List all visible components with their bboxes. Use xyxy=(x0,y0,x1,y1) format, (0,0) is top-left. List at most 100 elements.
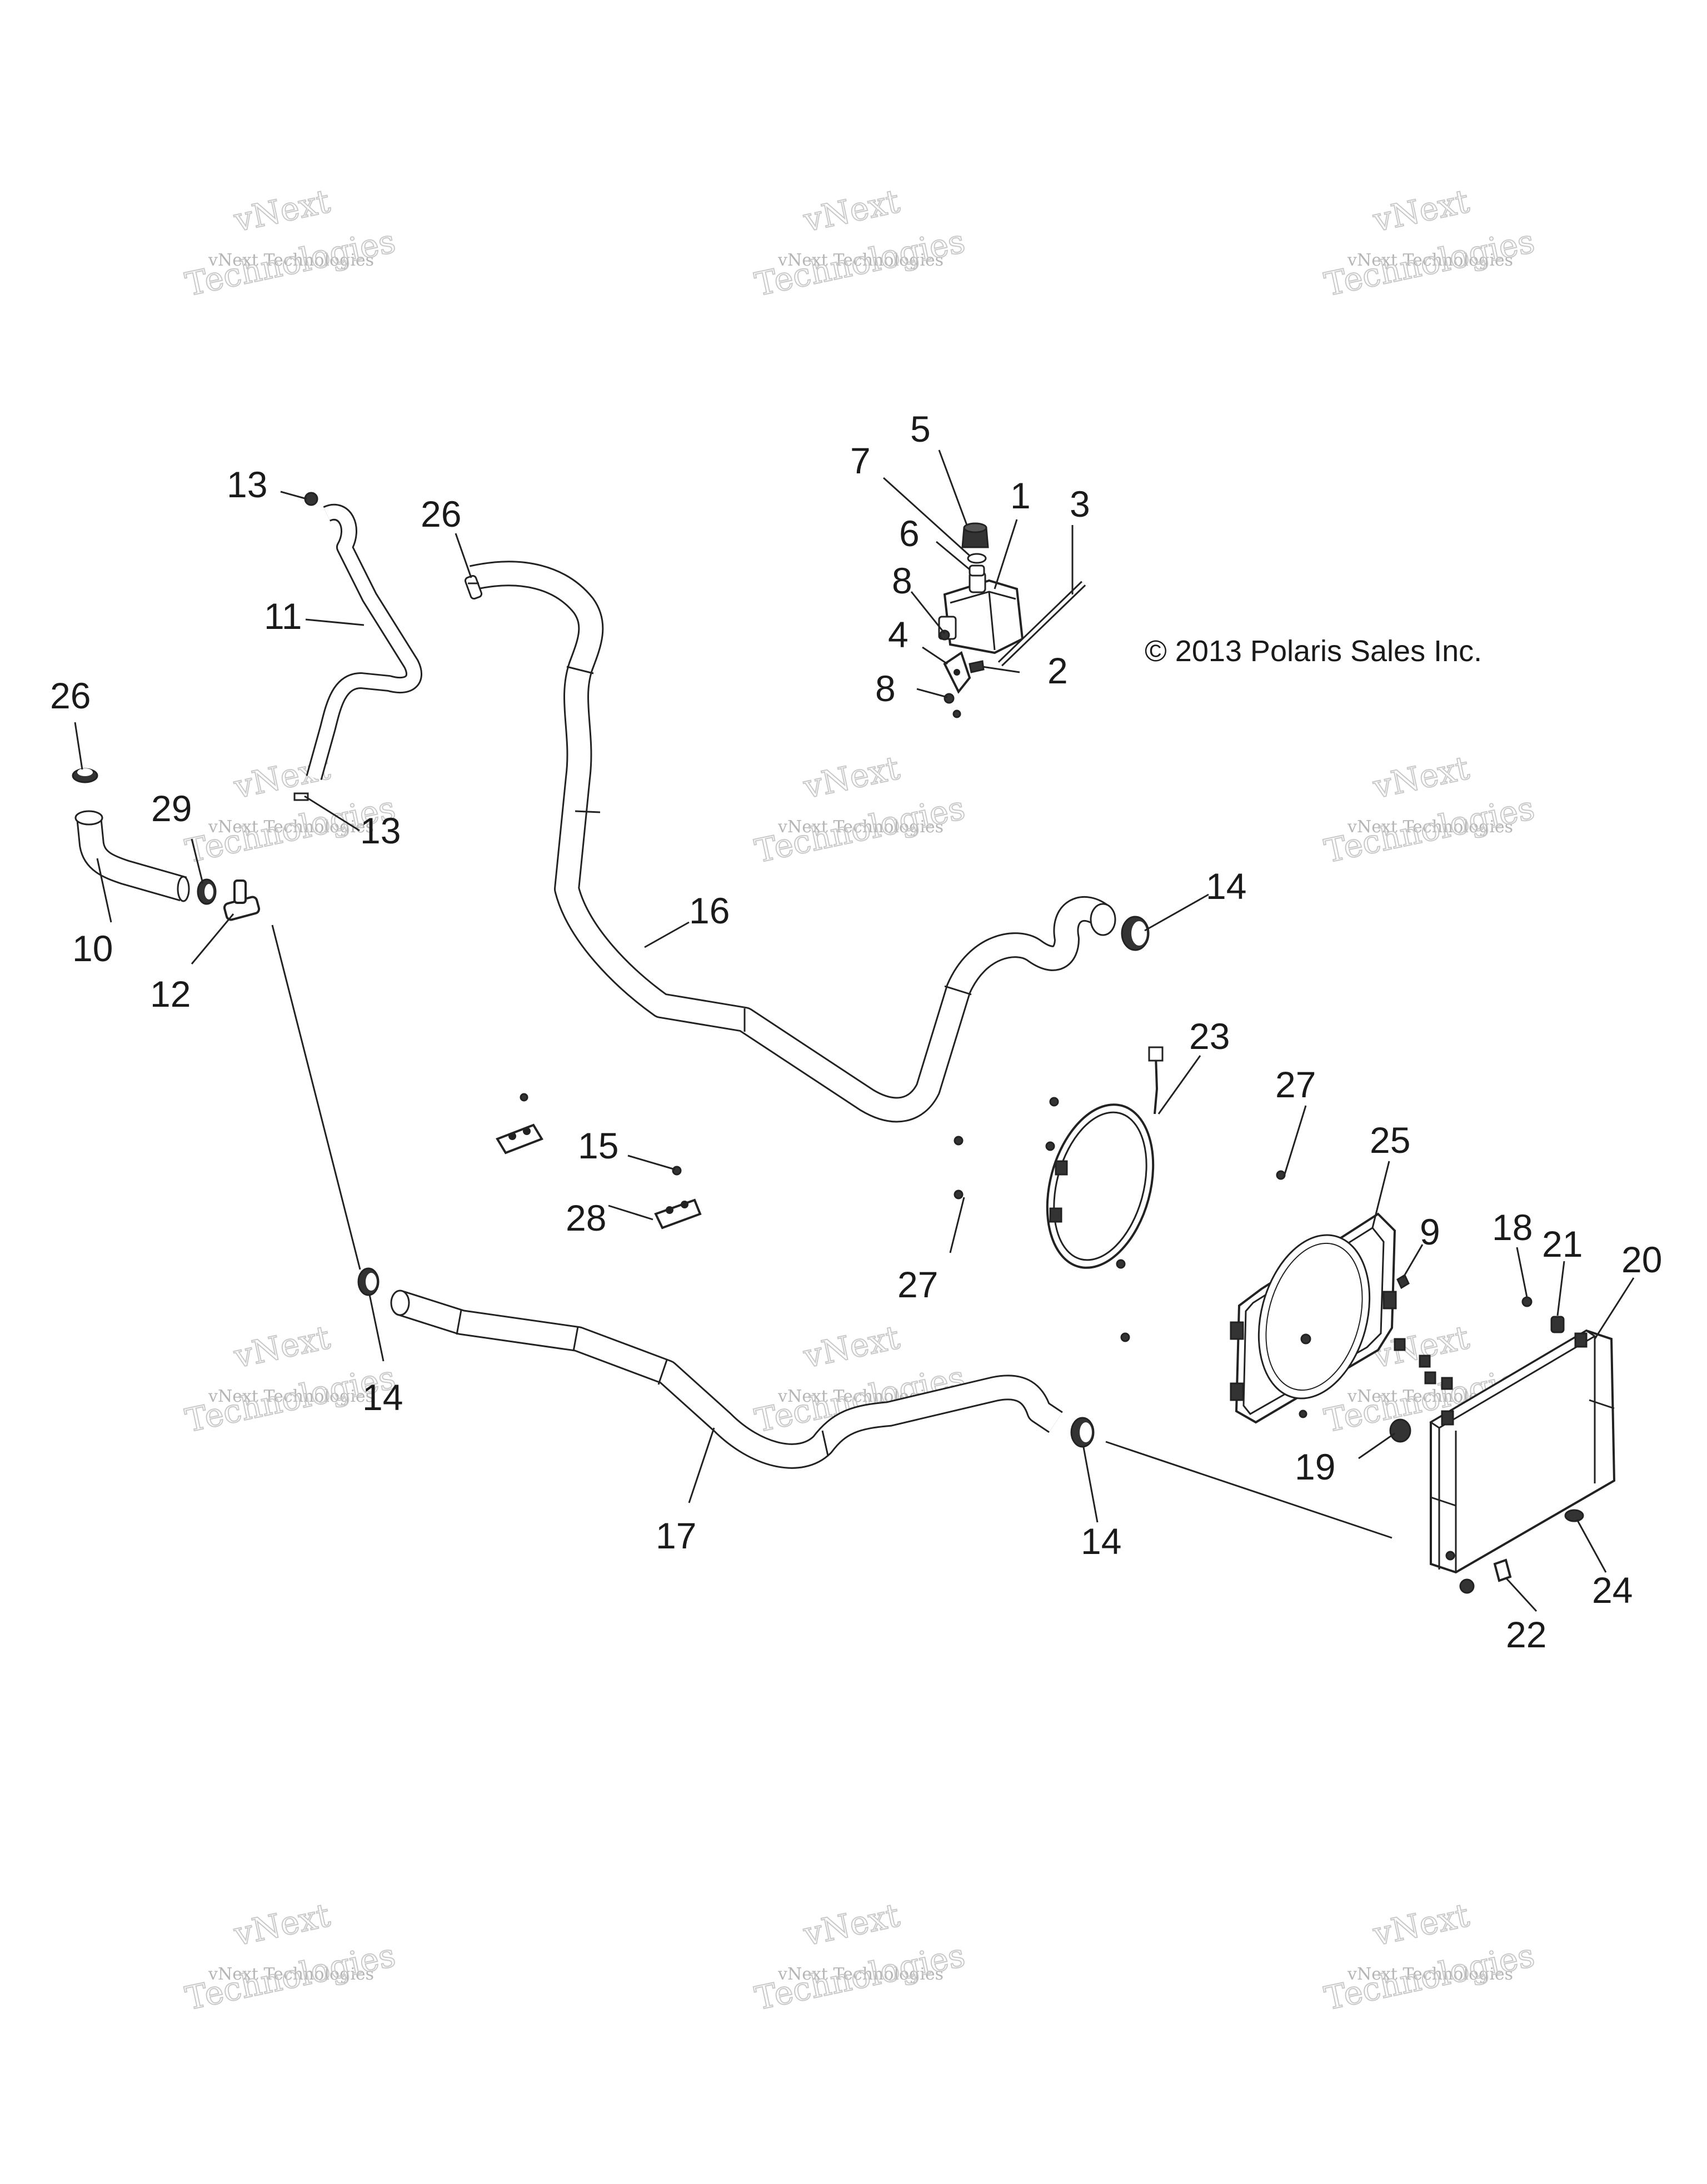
clamp-14-lower xyxy=(1070,1417,1095,1448)
callout-17: 17 xyxy=(656,1515,696,1556)
callout-3: 3 xyxy=(1070,483,1090,524)
callout-11: 11 xyxy=(264,596,302,637)
callout-14-lower: 14 xyxy=(1081,1521,1121,1562)
callout-8-lower: 8 xyxy=(875,668,896,709)
svg-text:vNext Technologies: vNext Technologies xyxy=(1347,817,1513,837)
callout-2: 2 xyxy=(1047,650,1068,691)
callout-5: 5 xyxy=(910,408,931,449)
nut-group-radiator xyxy=(1394,1338,1453,1390)
clamp-13-lower xyxy=(293,792,309,801)
svg-text:vNext: vNext xyxy=(231,1896,333,1953)
coolant-bottle-1 xyxy=(938,571,1024,654)
callout-18: 18 xyxy=(1492,1207,1533,1248)
svg-text:Technologies: Technologies xyxy=(1321,789,1538,870)
callout-4: 4 xyxy=(888,614,909,655)
callout-23: 23 xyxy=(1189,1016,1230,1057)
fitting-2 xyxy=(969,660,985,673)
callout-9: 9 xyxy=(1420,1211,1440,1252)
cap-5 xyxy=(961,522,989,548)
copyright-notice: © 2013 Polaris Sales Inc. xyxy=(1145,634,1482,668)
hose-16 xyxy=(470,561,1116,1123)
callout-28: 28 xyxy=(566,1197,606,1238)
callout-14-upper: 14 xyxy=(1206,866,1246,907)
grommet-9 xyxy=(1396,1273,1410,1290)
svg-text:Technologies: Technologies xyxy=(1321,1936,1538,2017)
callout-10: 10 xyxy=(72,928,113,969)
svg-text:Technologies: Technologies xyxy=(182,1936,399,2017)
screw-8-upper xyxy=(939,629,950,641)
watermark-bottom-center: vNext vNext Technologies Technologies xyxy=(751,1896,969,2018)
fan-23 xyxy=(1046,1046,1164,1269)
watermark-top-right: vNext vNext Technologies Technologies xyxy=(1321,182,1539,304)
watermark-bottom-right: vNext vNext Technologies Technologies xyxy=(1321,1896,1539,2018)
clamp-14-left xyxy=(357,1267,380,1296)
callout-15: 15 xyxy=(578,1125,618,1166)
callout-14-left: 14 xyxy=(362,1377,403,1418)
watermark-mid-right: vNext vNext Technologies Technologies xyxy=(1321,748,1539,871)
svg-text:vNext Technologies: vNext Technologies xyxy=(1347,251,1513,270)
callout-13-upper: 13 xyxy=(227,464,267,505)
tee-fitting-12 xyxy=(223,879,261,921)
screw-27-group xyxy=(954,1097,1286,1342)
callout-29: 29 xyxy=(151,788,192,829)
svg-text:vNext: vNext xyxy=(800,1318,903,1376)
svg-text:vNext Technologies: vNext Technologies xyxy=(1347,1965,1513,1984)
svg-text:vNext: vNext xyxy=(1370,1896,1473,1953)
watermark-bottom-left: vNext vNext Technologies Technologies xyxy=(182,1896,400,2018)
fitting-26-upper xyxy=(464,574,483,600)
clip-28-upper xyxy=(496,1093,543,1155)
callout-6: 6 xyxy=(899,513,920,554)
callout-24: 24 xyxy=(1592,1570,1633,1611)
svg-text:vNext: vNext xyxy=(800,1896,903,1953)
svg-text:vNext Technologies: vNext Technologies xyxy=(777,1965,944,1984)
callout-26-left: 26 xyxy=(50,675,91,716)
bracket-4 xyxy=(943,651,971,694)
clamp-13-upper xyxy=(304,492,318,506)
callout-20: 20 xyxy=(1621,1239,1662,1280)
callout-27-lower: 27 xyxy=(897,1264,938,1305)
fitting-21 xyxy=(1550,1316,1565,1333)
watermark-mid-left: vNext vNext Technologies Technologies xyxy=(182,748,400,871)
svg-text:vNext Technologies: vNext Technologies xyxy=(777,251,944,270)
fan-shroud-25 xyxy=(1230,1212,1397,1424)
svg-text:vNext Technologies: vNext Technologies xyxy=(208,817,374,837)
svg-text:Technologies: Technologies xyxy=(752,1936,969,2017)
hose-10 xyxy=(74,810,190,902)
svg-text:vNext: vNext xyxy=(231,182,333,239)
svg-text:vNext: vNext xyxy=(231,1318,333,1376)
callout-16: 16 xyxy=(689,890,730,931)
svg-text:vNext: vNext xyxy=(800,749,903,806)
callout-8-upper: 8 xyxy=(892,560,912,601)
svg-text:vNext: vNext xyxy=(800,182,903,239)
callout-1: 1 xyxy=(1010,475,1031,516)
svg-text:vNext: vNext xyxy=(1370,182,1473,239)
callout-22: 22 xyxy=(1506,1614,1546,1655)
callout-13-lower: 13 xyxy=(360,810,401,851)
radiator-20 xyxy=(1429,1329,1616,1574)
watermark-lower-left: vNext vNext Technologies Technologies xyxy=(182,1318,400,1440)
callout-27-upper: 27 xyxy=(1275,1064,1316,1105)
cap-19 xyxy=(1389,1418,1411,1443)
screw-8-lower xyxy=(944,693,961,718)
clamp-29 xyxy=(197,878,217,905)
svg-text:vNext Technologies: vNext Technologies xyxy=(777,817,944,837)
callout-7: 7 xyxy=(850,440,871,481)
watermark-top-center: vNext vNext Technologies Technologies xyxy=(751,182,969,304)
screw-18 xyxy=(1521,1296,1533,1307)
svg-text:vNext Technologies: vNext Technologies xyxy=(208,251,374,270)
callout-25: 25 xyxy=(1370,1120,1410,1161)
svg-text:vNext: vNext xyxy=(1370,749,1473,806)
svg-text:Technologies: Technologies xyxy=(1321,222,1538,303)
watermark-top-left: vNext vNext Technologies Technologies xyxy=(182,182,400,304)
clip-28-lower xyxy=(654,1198,702,1230)
svg-text:Technologies: Technologies xyxy=(182,222,399,303)
drain-plug-22 xyxy=(1459,1558,1512,1594)
grommet-24 xyxy=(1564,1509,1584,1522)
neck-6 xyxy=(969,564,985,577)
callout-21: 21 xyxy=(1542,1223,1583,1265)
callout-26-upper: 26 xyxy=(421,493,461,534)
svg-text:Technologies: Technologies xyxy=(752,789,969,870)
screw-15 xyxy=(672,1166,682,1176)
clamp-14-upper xyxy=(1121,916,1150,951)
